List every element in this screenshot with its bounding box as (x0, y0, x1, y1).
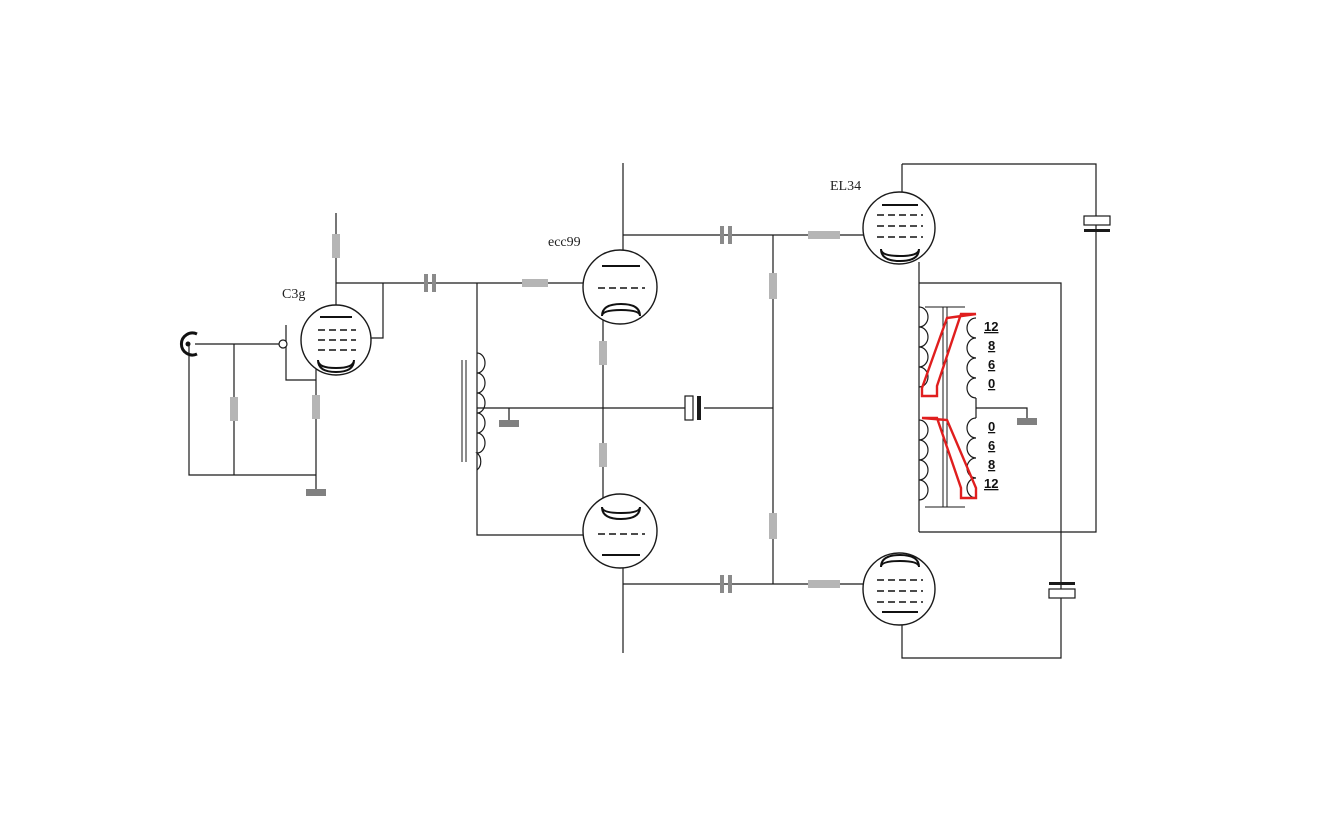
tap-label: 8 (988, 457, 995, 472)
upper-bias-resistor (769, 273, 777, 299)
ecc99-upper-tube (582, 249, 658, 325)
lower-feedback-capacitor (1048, 582, 1076, 599)
lower-el34-grid-stopper (808, 580, 840, 588)
lower-feedback-loop (901, 282, 1062, 659)
coupling-capacitor-lower (720, 575, 732, 593)
capacitors (424, 215, 1111, 599)
upper-cathode-resistor (599, 341, 607, 365)
wires (188, 163, 1097, 659)
input-ground-symbol (306, 489, 326, 496)
ecc99-lower-tube (582, 493, 658, 569)
upper-grid-stopper (522, 279, 548, 287)
lower-cathode-resistor (599, 443, 607, 467)
center-ground-symbol (499, 420, 519, 427)
input-ground-rail (188, 344, 316, 476)
input-grid-resistor (230, 397, 238, 421)
resistors (230, 231, 840, 588)
tap-label: 0 (988, 419, 995, 434)
c3g-screen-wire (370, 283, 384, 339)
tap-label: 12 (984, 476, 998, 491)
upper-feedback-winding (920, 312, 977, 398)
interstage-transformer (461, 352, 486, 471)
upper-cathode-feedback-loop (902, 163, 1097, 533)
secondary-ground-lead (976, 407, 1028, 418)
c3g-cathode-resistor (312, 395, 320, 419)
lower-tap-labels: 0 6 8 12 (984, 419, 998, 491)
output-transformer (918, 306, 978, 508)
c3g-plate-resistor (332, 234, 340, 258)
secondary-ground-symbol (1017, 418, 1037, 425)
upper-tap-labels: 12 8 6 0 (984, 319, 998, 391)
ecc99-label: ecc99 (548, 235, 581, 250)
input-jack-icon (179, 331, 288, 357)
tap-label: 0 (988, 376, 995, 391)
lower-bias-resistor (769, 513, 777, 539)
upper-el34-grid-stopper (808, 231, 840, 239)
tap-label: 6 (988, 438, 995, 453)
tap-label: 8 (988, 338, 995, 353)
el34-label: EL34 (830, 179, 861, 194)
interstage-wire (476, 283, 590, 536)
c3g-label: C3g (282, 287, 305, 302)
coupling-capacitor-upper (720, 226, 732, 244)
lower-feedback-winding (921, 416, 978, 500)
el34-lower-tube (862, 552, 936, 626)
c3g-tube (300, 304, 372, 376)
upper-feedback-capacitor (1083, 215, 1111, 232)
tap-label: 12 (984, 319, 998, 334)
tap-label: 6 (988, 357, 995, 372)
coupling-capacitor-1 (424, 274, 436, 292)
el34-upper-tube (862, 191, 936, 265)
bypass-capacitor (684, 395, 701, 421)
grounds (306, 418, 1037, 496)
